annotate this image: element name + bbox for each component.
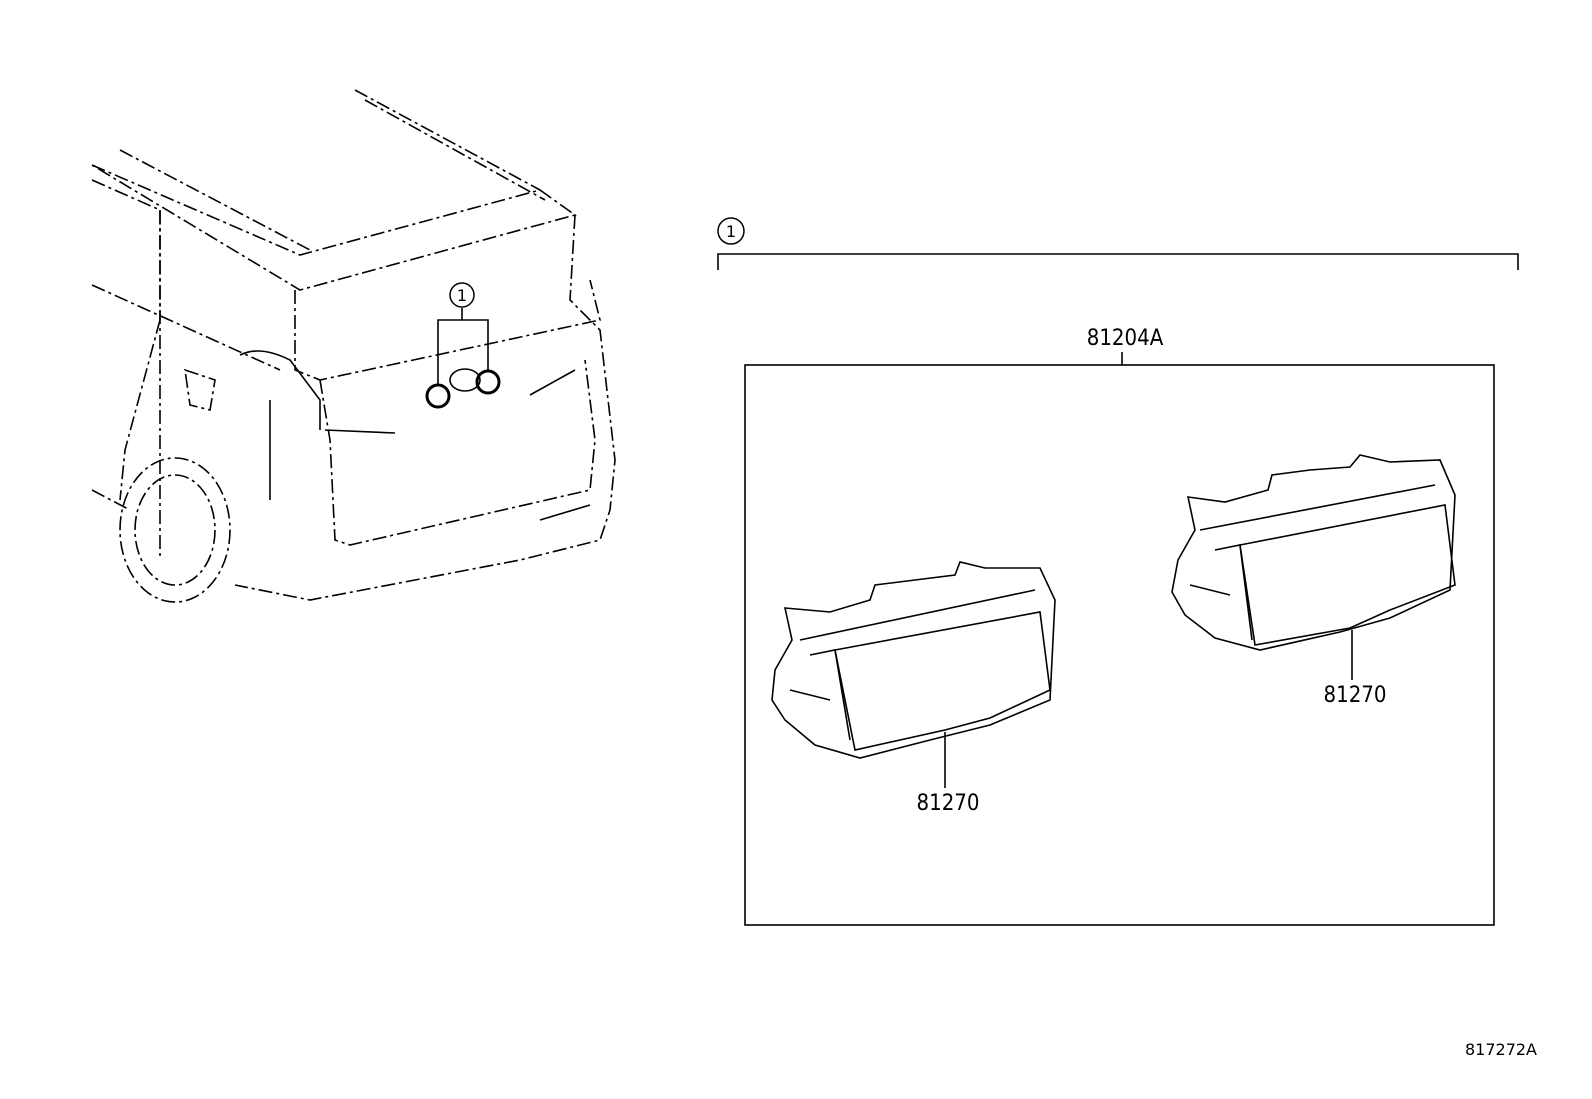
callout-number-vehicle: 1: [457, 286, 467, 305]
lamp-left-part-number: 81270: [917, 791, 980, 816]
callout-circle-vehicle: [449, 282, 475, 308]
assembly-part-number: 81204A: [1087, 326, 1164, 351]
callout-number: 1: [726, 222, 736, 241]
figure-number: 817272A: [1465, 1040, 1537, 1059]
assembly-box: 81204A: [744, 326, 1495, 926]
license-lamp-marker-left: [425, 383, 451, 409]
lamp-right-part-number: 81270: [1324, 683, 1387, 708]
callout-bracket: 1: [717, 217, 1519, 270]
vehicle-rear-illustration: 1: [91, 89, 616, 603]
license-lamp-right: 81270: [1171, 454, 1456, 708]
license-lamp-left: 81270: [771, 561, 1056, 816]
